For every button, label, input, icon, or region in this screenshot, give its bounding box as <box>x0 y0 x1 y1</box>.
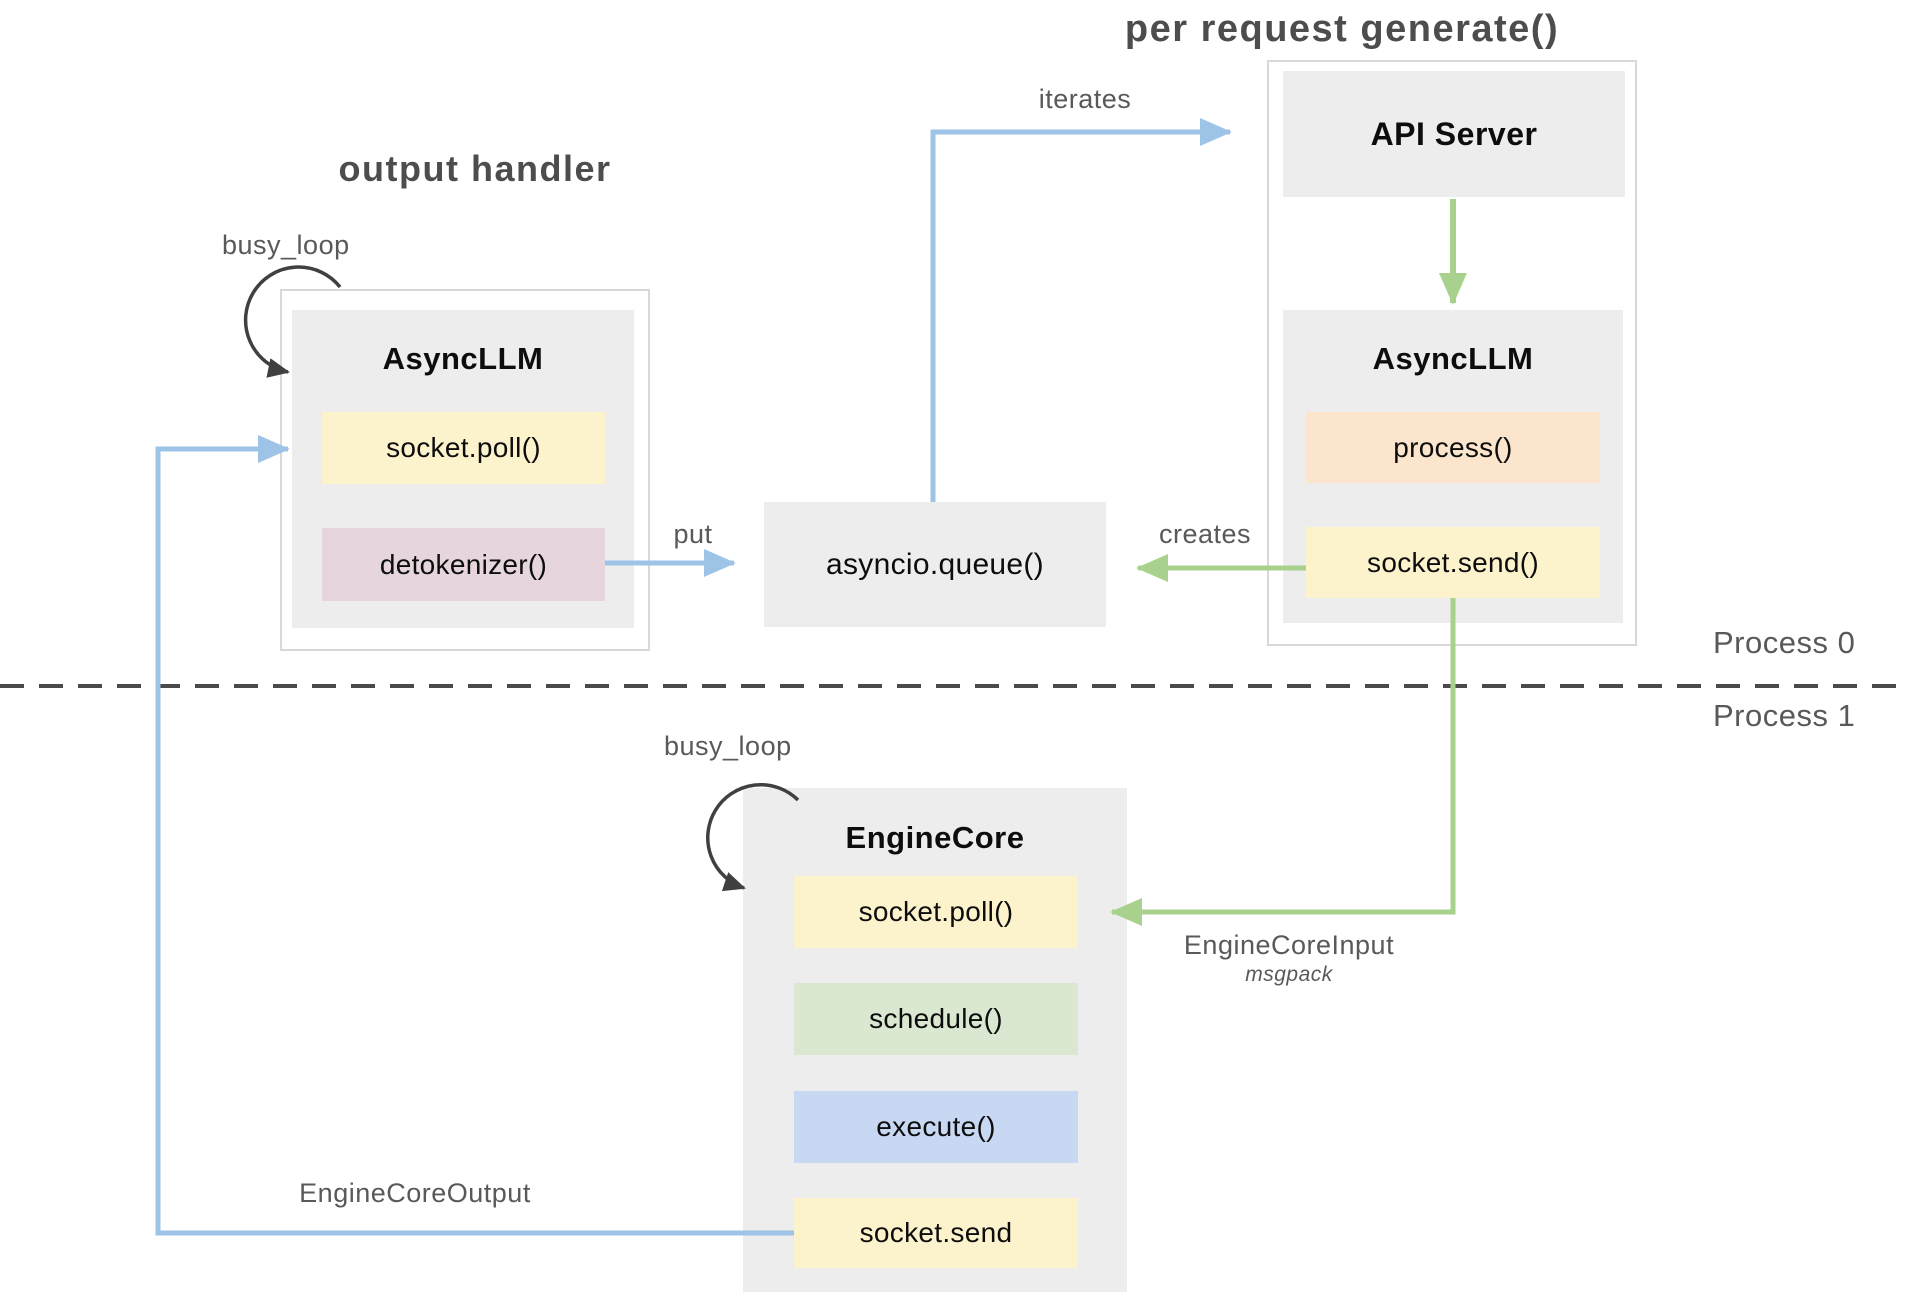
iterates-arrow <box>930 118 1232 502</box>
per-request-generate-title: per request generate() <box>1124 8 1560 50</box>
async-llm-left-title: AsyncLLM <box>382 341 544 376</box>
engine-core-execute: execute() <box>794 1091 1078 1163</box>
engine-core-input-label: EngineCoreInput <box>1183 930 1395 960</box>
api-server-title: API Server <box>1370 115 1538 152</box>
busy-loop-label-bottom: busy_loop <box>664 731 792 761</box>
msgpack-label: msgpack <box>1245 963 1333 986</box>
creates-label: creates <box>1158 519 1252 549</box>
put-label: put <box>673 519 713 549</box>
iterates-label: iterates <box>1038 84 1132 114</box>
engine-core-schedule: schedule() <box>794 983 1078 1055</box>
engine-core-output-label: EngineCoreOutput <box>299 1178 531 1208</box>
engine-core-title: EngineCore <box>845 820 1025 855</box>
process-1-label: Process 1 <box>1713 698 1856 733</box>
async-llm-right-title: AsyncLLM <box>1372 341 1534 376</box>
output-handler-title: output handler <box>338 148 612 189</box>
engine-core-socket-send: socket.send <box>794 1198 1078 1268</box>
async-llm-left-detokenizer: detokenizer() <box>322 528 605 601</box>
async-llm-right-process: process() <box>1306 412 1600 483</box>
async-llm-left-socket-poll: socket.poll() <box>322 412 605 484</box>
async-llm-right-socket-send: socket.send() <box>1306 527 1600 598</box>
asyncio-queue-label: asyncio.queue() <box>826 547 1044 581</box>
busy-loop-label-top: busy_loop <box>222 230 350 260</box>
asyncio-queue-box <box>764 502 1106 627</box>
process-0-label: Process 0 <box>1713 625 1856 660</box>
engine-core-socket-poll: socket.poll() <box>794 876 1078 948</box>
api-server-box: API Server <box>1283 71 1625 197</box>
